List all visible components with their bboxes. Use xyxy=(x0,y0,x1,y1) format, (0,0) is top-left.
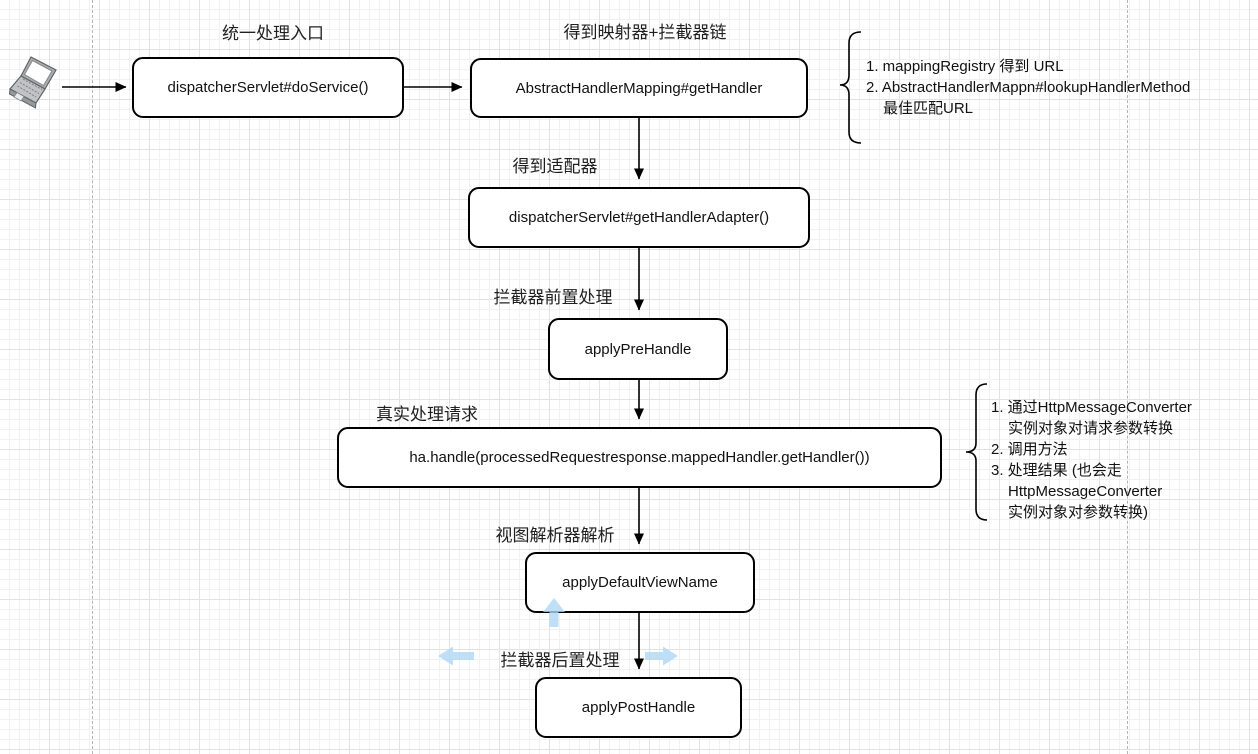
annotation-line: 1. mappingRegistry 得到 URL xyxy=(866,58,1064,75)
node-label: AbstractHandlerMapping#getHandler xyxy=(515,79,763,97)
node-label: applyDefaultViewName xyxy=(562,574,718,591)
node-label: applyPostHandle xyxy=(581,699,696,716)
node-label: dispatcherServlet#doService() xyxy=(167,79,369,96)
node-dispatcher-doservice[interactable]: dispatcherServlet#doService() xyxy=(132,57,404,118)
curly-brace-middle[interactable] xyxy=(965,383,988,521)
laptop-icon[interactable] xyxy=(6,56,66,114)
annotation-line: 3. 处理结果 (也会走 xyxy=(991,462,1122,479)
caption-post-handle[interactable]: 拦截器后置处理 xyxy=(500,651,620,670)
caption-pre-handle[interactable]: 拦截器前置处理 xyxy=(493,288,613,307)
node-label: applyPreHandle xyxy=(584,340,692,358)
annotation-line: 1. 通过HttpMessageConverter xyxy=(991,399,1192,416)
node-ha-handle[interactable]: ha.handle(processedRequestresponse.mappe… xyxy=(337,427,942,488)
caption-real-handle[interactable]: 真实处理请求 xyxy=(376,405,478,424)
annotation-line: 最佳匹配URL xyxy=(883,100,974,117)
caption-view-resolve[interactable]: 视图解析器解析 xyxy=(495,526,615,545)
curly-brace-top[interactable] xyxy=(839,31,862,144)
annotation-line: 2. AbstractHandlerMappn#lookupHandlerMet… xyxy=(866,79,1191,96)
caption-mapping[interactable]: 得到映射器+拦截器链 xyxy=(563,23,727,42)
node-label: dispatcherServlet#getHandlerAdapter() xyxy=(508,209,770,226)
node-applyposthandle[interactable]: applyPostHandle xyxy=(535,677,742,738)
node-applydefaultviewname[interactable]: applyDefaultViewName xyxy=(525,552,755,613)
page-break-line xyxy=(1127,0,1128,754)
annotation-line: 2. 调用方法 xyxy=(991,441,1068,458)
annotation-line: 实例对象对请求参数转换 xyxy=(1008,420,1174,437)
node-applyprehandle[interactable]: applyPreHandle xyxy=(548,318,728,380)
annotation-hahandle-notes[interactable]: 1. 通过HttpMessageConverter 实例对象对请求参数转换 2.… xyxy=(991,397,1253,523)
caption-entry[interactable]: 统一处理入口 xyxy=(222,24,324,43)
node-label: ha.handle(processedRequestresponse.mappe… xyxy=(409,449,870,466)
node-abstracthandlermapping-gethandler[interactable]: AbstractHandlerMapping#getHandler xyxy=(470,58,808,118)
caption-adapter[interactable]: 得到适配器 xyxy=(512,157,598,176)
annotation-line: HttpMessageConverter xyxy=(1008,483,1163,500)
annotation-line: 实例对象对参数转换) xyxy=(1008,504,1148,521)
node-gethandleradapter[interactable]: dispatcherServlet#getHandlerAdapter() xyxy=(468,187,810,248)
page-break-line xyxy=(92,0,93,754)
annotation-gethandler-notes[interactable]: 1. mappingRegistry 得到 URL 2. AbstractHan… xyxy=(866,56,1258,119)
